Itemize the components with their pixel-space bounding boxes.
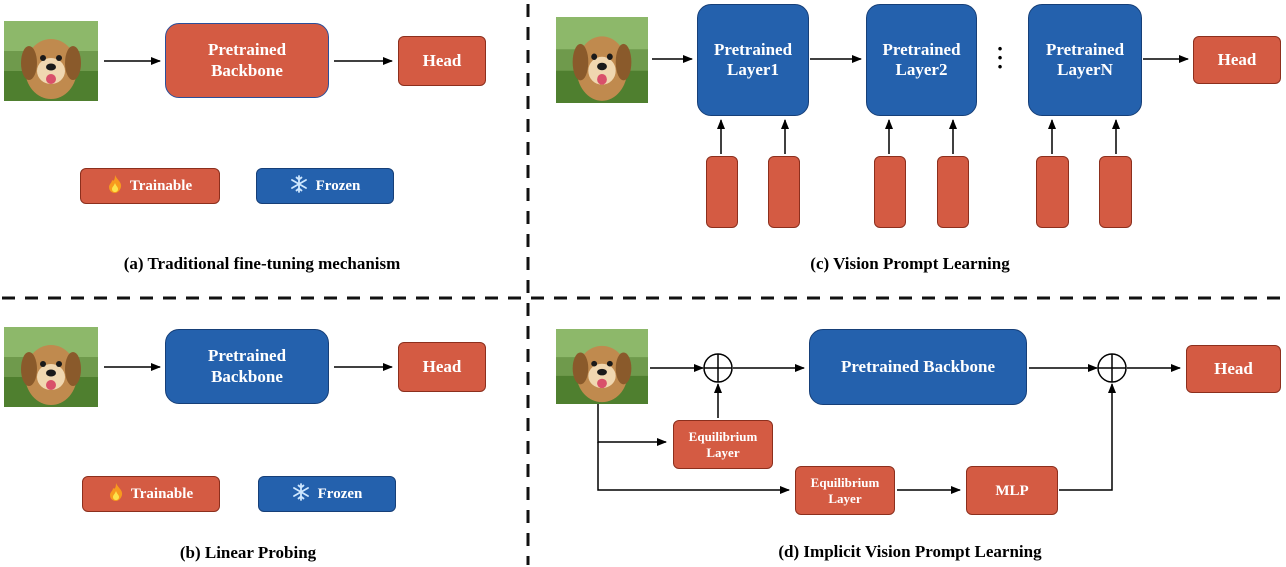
ellipsis-dots: ··· [996, 36, 1004, 79]
dog-image [556, 329, 648, 404]
dog-image [556, 17, 648, 103]
prompt-token [937, 156, 969, 228]
fire-icon [109, 482, 123, 506]
line-d-mlp-to-sum2 [1059, 383, 1116, 491]
caption-c: (c) Vision Prompt Learning [810, 254, 1010, 273]
panel-c-head: Head [1193, 36, 1281, 84]
legend-trainable-label: Trainable [129, 178, 193, 194]
panel-d-head: Head [1186, 345, 1281, 393]
panel-b-head: Head [398, 342, 486, 392]
panel-b-legend-frozen: Frozen [258, 476, 396, 512]
snowflake-icon [290, 174, 308, 198]
prompt-token [1099, 156, 1132, 228]
circled-plus-icon [703, 353, 733, 383]
snowflake-icon [292, 482, 310, 506]
panel-c-layer-2: Pretrained Layer2 [866, 4, 977, 116]
caption-a: (a) Traditional fine-tuning mechanism [123, 254, 401, 273]
panel-d-mlp: MLP [966, 466, 1058, 515]
panel-d-backbone: Pretrained Backbone [809, 329, 1027, 405]
panel-a-head: Head [398, 36, 486, 86]
dog-image [4, 327, 98, 407]
prompt-token [706, 156, 738, 228]
panel-a-backbone: Pretrained Backbone [165, 23, 329, 98]
panel-a-legend-frozen: Frozen [256, 168, 394, 204]
dog-image [4, 21, 98, 101]
prompt-token [874, 156, 906, 228]
caption-b: (b) Linear Probing [179, 543, 317, 562]
prompt-token [768, 156, 800, 228]
prompt-token [1036, 156, 1069, 228]
panel-a-legend-trainable: Trainable [80, 168, 220, 204]
line-d-image-branch [597, 402, 667, 446]
legend-trainable-label: Trainable [130, 486, 194, 502]
caption-d: (d) Implicit Vision Prompt Learning [778, 542, 1042, 561]
legend-frozen-label: Frozen [315, 178, 361, 194]
panel-c-layer-1: Pretrained Layer1 [697, 4, 809, 116]
panel-d-equilibrium-layer-2: Equilibrium Layer [795, 466, 895, 515]
panel-b-legend-trainable: Trainable [82, 476, 220, 512]
panel-d-equilibrium-layer-1: Equilibrium Layer [673, 420, 773, 469]
panel-b-backbone: Pretrained Backbone [165, 329, 329, 404]
line-d-image-to-eq2 [597, 442, 790, 494]
legend-frozen-label: Frozen [317, 486, 363, 502]
panel-c-layer-n: Pretrained LayerN [1028, 4, 1142, 116]
fire-icon [108, 174, 122, 198]
circled-plus-icon [1097, 353, 1127, 383]
